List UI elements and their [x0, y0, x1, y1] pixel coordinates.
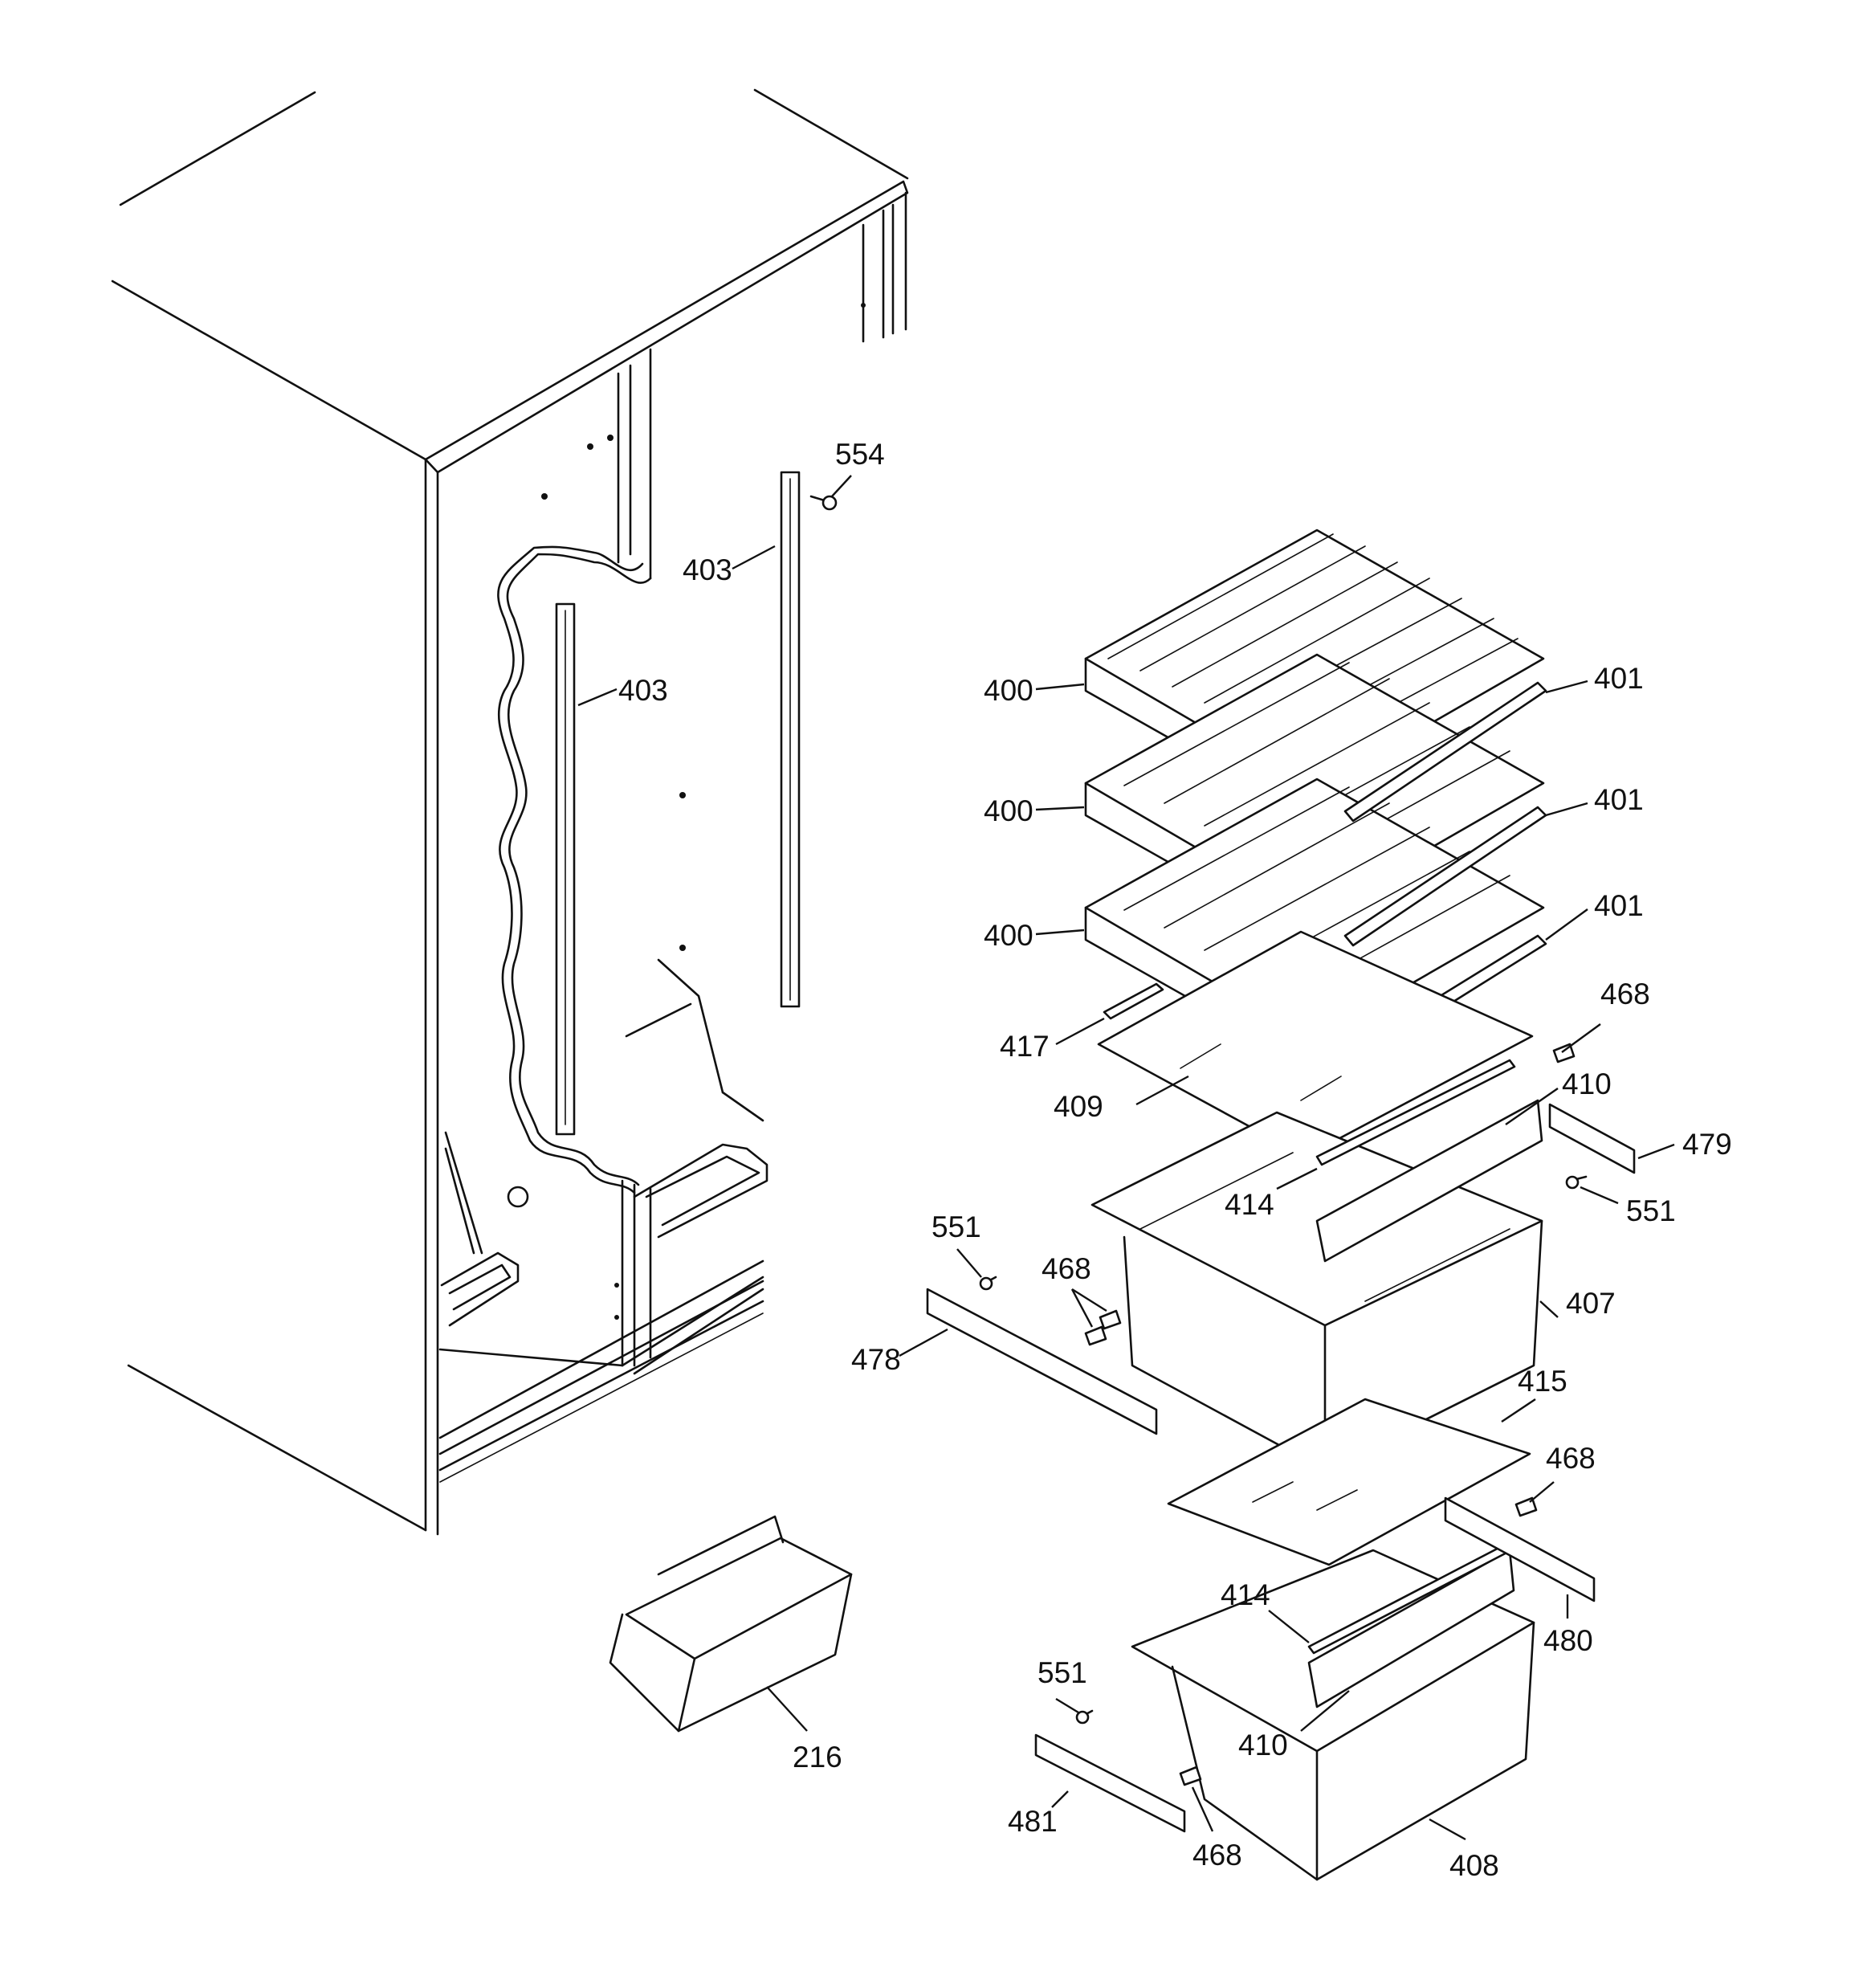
callout-409: 409	[1054, 1090, 1103, 1123]
shelf-trim-401-top	[1343, 681, 1547, 823]
callout-551-lower: 551	[1037, 1656, 1087, 1689]
trim-417	[1103, 982, 1164, 1020]
screw-551-b	[979, 1276, 997, 1291]
shelf-rail-403-left	[555, 602, 576, 1136]
callout-478: 478	[851, 1343, 901, 1376]
drawer-rail-414-upper	[1315, 1059, 1516, 1166]
callout-216: 216	[793, 1741, 842, 1774]
slide-481	[1034, 1733, 1186, 1833]
callout-481: 481	[1008, 1805, 1058, 1838]
callout-479: 479	[1682, 1128, 1732, 1161]
clip-468-c	[1099, 1309, 1122, 1330]
callout-400-bottom: 400	[984, 919, 1033, 952]
callout-400-middle: 400	[984, 794, 1033, 827]
screw-551-c	[1075, 1709, 1094, 1725]
screw-554	[809, 495, 838, 511]
callout-415: 415	[1518, 1365, 1567, 1398]
shelf-rail-403-right	[780, 471, 801, 1008]
callout-401-middle: 401	[1594, 783, 1644, 816]
screw-551-a	[1565, 1175, 1588, 1190]
crisper-cover-415	[1167, 1398, 1531, 1566]
slide-480	[1444, 1496, 1596, 1602]
callout-408: 408	[1449, 1849, 1499, 1882]
callout-407: 407	[1566, 1287, 1616, 1320]
callout-468-lower-right: 468	[1546, 1442, 1596, 1475]
callout-417: 417	[1000, 1030, 1050, 1063]
leader-lines	[577, 475, 1675, 1841]
callout-400-top: 400	[984, 674, 1033, 707]
cabinet	[111, 88, 909, 1536]
callout-401-bottom: 401	[1594, 889, 1644, 922]
callout-554: 554	[835, 438, 885, 471]
callout-414-upper: 414	[1225, 1188, 1274, 1221]
callout-410-lower: 410	[1238, 1729, 1288, 1761]
glass-shelf-409	[1097, 930, 1534, 1158]
slide-479	[1548, 1103, 1636, 1174]
callout-403-left: 403	[618, 674, 668, 707]
callout-480: 480	[1543, 1624, 1593, 1657]
callout-414-lower: 414	[1221, 1578, 1270, 1611]
clip-468-d	[1514, 1496, 1538, 1517]
drawer-handle-410-lower	[1307, 1549, 1515, 1708]
callout-labels: 554 403 403 400 400 400 401 401 401 417 …	[618, 438, 1732, 1882]
callout-401-top: 401	[1594, 662, 1644, 695]
callout-410-upper: 410	[1562, 1067, 1612, 1100]
callout-551-middle: 551	[932, 1210, 981, 1243]
clip-468-a	[1552, 1043, 1576, 1063]
callout-551-right: 551	[1626, 1194, 1676, 1227]
crisper-drawer-407	[1090, 1111, 1543, 1472]
clip-468-e	[1179, 1766, 1202, 1786]
drawer-handle-410-upper	[1315, 1099, 1543, 1263]
callout-468-lower: 468	[1192, 1839, 1242, 1872]
door-bin-216	[609, 1515, 853, 1733]
callout-468-upper-right: 468	[1600, 978, 1650, 1010]
slide-478	[926, 1288, 1158, 1435]
callout-403-right: 403	[683, 553, 732, 586]
clip-468-b	[1084, 1325, 1107, 1346]
callout-468-middle: 468	[1042, 1252, 1091, 1285]
